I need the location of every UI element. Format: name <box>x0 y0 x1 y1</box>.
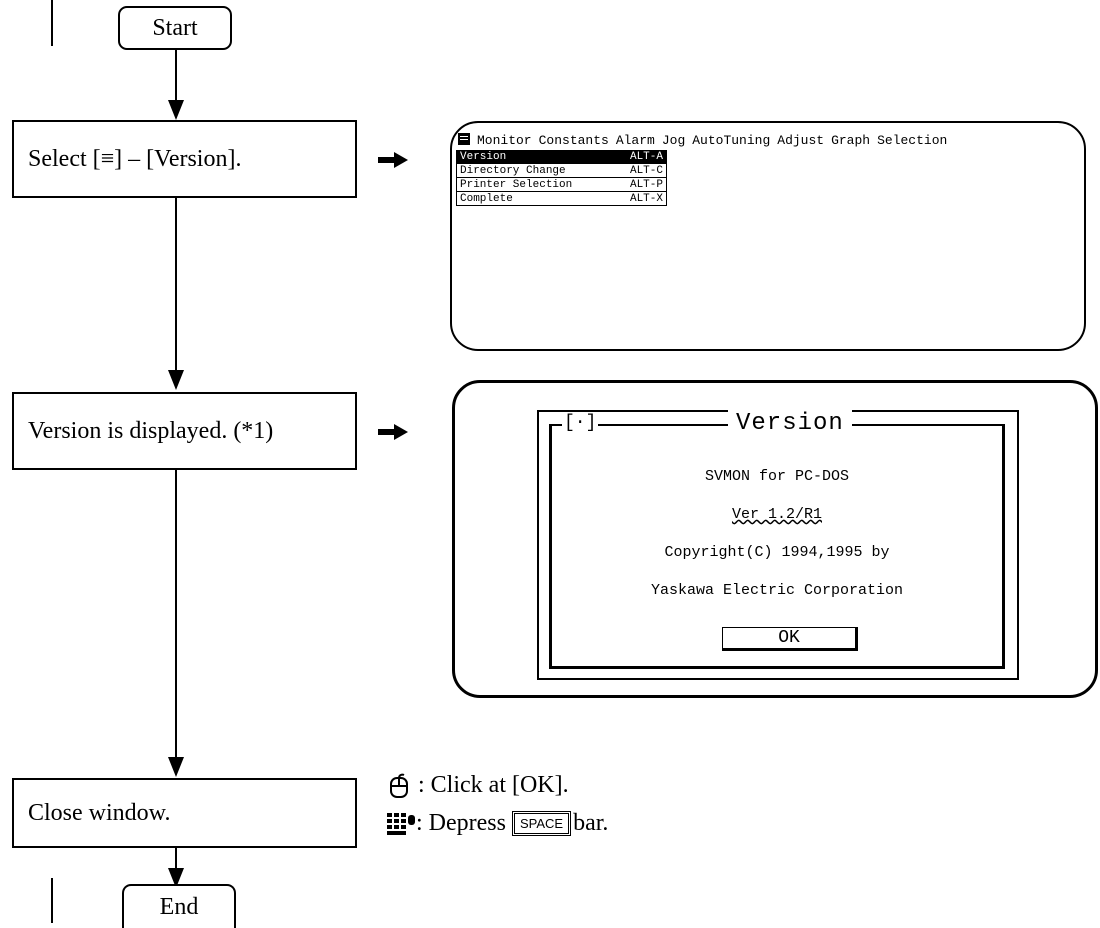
step-select-version-label: Select [≡] – [Version]. <box>28 145 242 172</box>
step-version-displayed: Version is displayed. (*1) <box>12 392 357 470</box>
dropdown-item-printer-selection[interactable]: Printer Selection ALT-P <box>457 178 666 192</box>
dropdown-item-directory-change[interactable]: Directory Change ALT-C <box>457 164 666 178</box>
company: Yaskawa Electric Corporation <box>650 582 904 599</box>
dropdown-item-key: ALT-A <box>629 151 663 163</box>
dropdown-item-version[interactable]: Version ALT-A <box>457 150 666 164</box>
menu-item[interactable]: Graph <box>831 133 871 148</box>
menu-item[interactable]: Alarm <box>615 133 655 148</box>
menu-item[interactable]: AutoTuning <box>692 133 771 148</box>
arrowhead-3 <box>168 757 184 777</box>
right-arrow-icon <box>378 152 408 168</box>
system-dropdown: Version ALT-A Directory Change ALT-C Pri… <box>456 150 667 206</box>
dialog-close-box[interactable]: [·] <box>562 413 599 433</box>
arrowhead-2 <box>168 370 184 390</box>
dropdown-item-key: ALT-X <box>629 193 663 205</box>
end-label: End <box>159 893 199 920</box>
connector-1 <box>175 50 177 100</box>
step-select-version: Select [≡] – [Version]. <box>12 120 357 198</box>
arrowhead-1 <box>168 100 184 120</box>
dialog-body: SVMON for PC-DOS Ver 1.2/R1 Copyright(C)… <box>549 424 1005 669</box>
mouse-note: : Click at [OK]. <box>388 772 569 799</box>
menu-item[interactable]: Monitor <box>477 133 532 148</box>
keyboard-note: : Depress SPACE bar. <box>386 810 608 837</box>
margin-line-bottom <box>51 878 53 923</box>
menu-item[interactable]: Jog <box>661 133 686 148</box>
keyboard-note-suffix: bar. <box>573 810 609 836</box>
start-terminal: Start <box>118 6 232 50</box>
mouse-note-text: : Click at [OK]. <box>418 772 569 798</box>
step-close-window-label: Close window. <box>28 799 171 826</box>
mouse-icon <box>390 773 408 798</box>
system-menu-icon[interactable] <box>458 133 470 145</box>
dropdown-item-label: Printer Selection <box>460 179 573 191</box>
menu-item[interactable]: Constants <box>538 133 609 148</box>
dialog-title: Version <box>728 410 852 437</box>
dropdown-item-label: Directory Change <box>460 165 566 177</box>
menu-item[interactable]: Selection <box>877 133 948 148</box>
arrowhead-4 <box>168 868 184 888</box>
keyboard-note-prefix: : Depress <box>416 810 506 836</box>
connector-4 <box>175 848 177 876</box>
step-close-window: Close window. <box>12 778 357 848</box>
menu-item[interactable]: Adjust <box>777 133 825 148</box>
end-terminal: End <box>122 884 236 928</box>
dropdown-item-complete[interactable]: Complete ALT-X <box>457 192 666 206</box>
version-number: Ver 1.2/R1 <box>731 506 822 523</box>
dropdown-item-key: ALT-C <box>629 165 663 177</box>
margin-line-top <box>51 0 53 46</box>
dropdown-item-key: ALT-P <box>629 179 663 191</box>
start-label: Start <box>152 14 198 41</box>
copyright: Copyright(C) 1994,1995 by <box>664 544 890 561</box>
keyboard-icon <box>387 812 415 835</box>
step-version-displayed-label: Version is displayed. (*1) <box>28 417 274 444</box>
connector-3 <box>175 470 177 758</box>
product-name: SVMON for PC-DOS <box>704 468 850 485</box>
connector-2 <box>175 198 177 370</box>
dropdown-item-label: Complete <box>460 193 513 205</box>
menu-bar: Monitor Constants Alarm Jog AutoTuning Adjust… <box>458 133 954 148</box>
right-arrow-icon <box>378 424 408 440</box>
space-key: SPACE <box>511 811 572 836</box>
ok-button[interactable]: OK <box>722 627 858 651</box>
dropdown-item-label: Version <box>460 151 507 163</box>
